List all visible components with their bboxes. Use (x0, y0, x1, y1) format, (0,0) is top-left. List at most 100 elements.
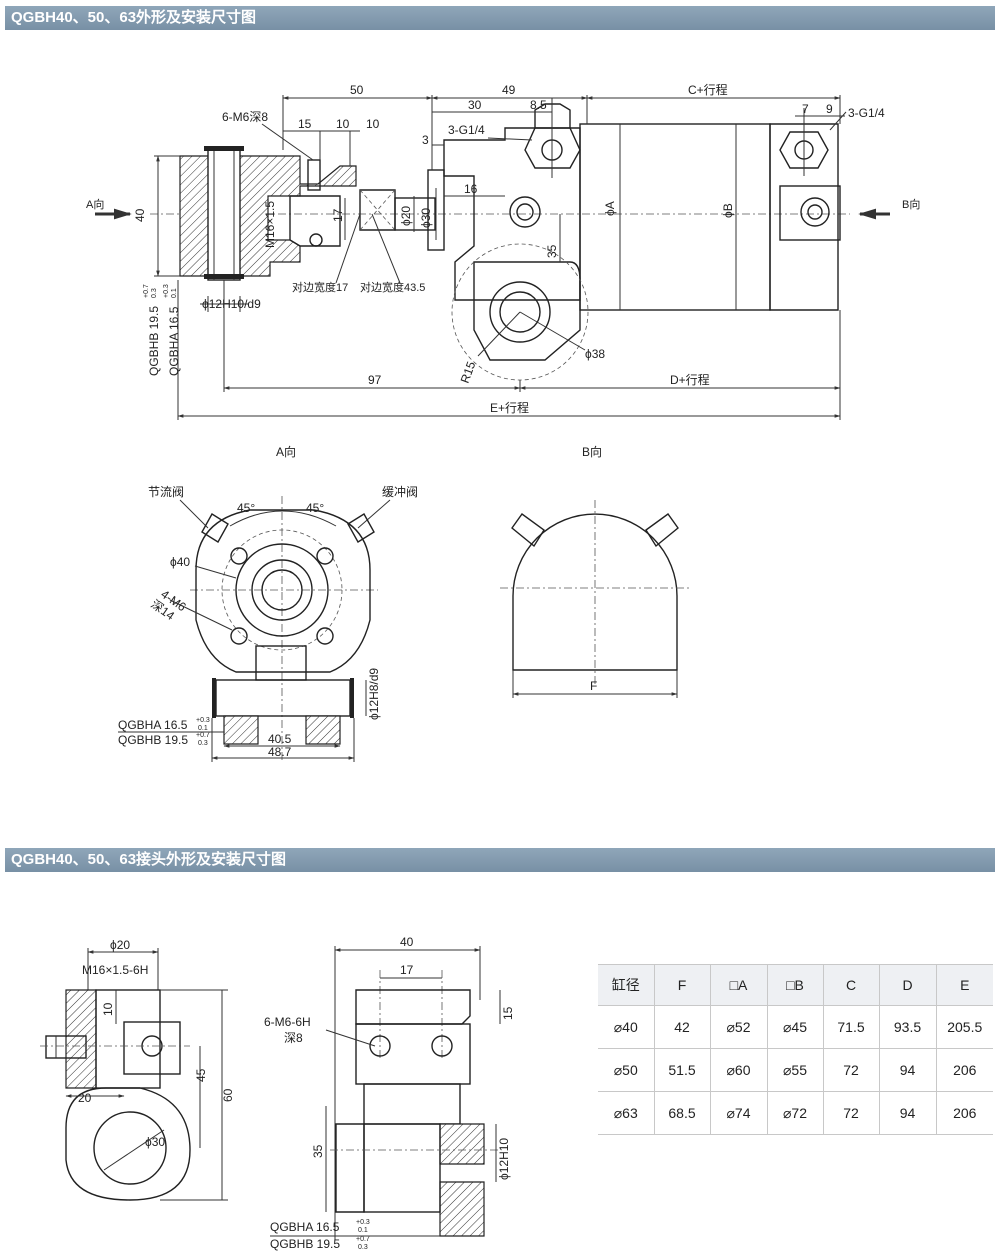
table-cell: ⌀52 (710, 1005, 768, 1049)
dim-10a: 10 (336, 117, 350, 131)
dim-10b: 10 (366, 117, 380, 131)
label-f: F (590, 679, 597, 693)
label-joint-phi12h10: ϕ12H10 (497, 1138, 511, 1180)
table-cell: 206 (936, 1048, 993, 1092)
label-m16x1-5: M16×1.5 (263, 201, 277, 248)
dim-d-stroke: D+行程 (670, 372, 710, 387)
label-joint-qgbha: QGBHA 16.5 (270, 1220, 340, 1234)
label-joint-phi30: ϕ30 (145, 1135, 165, 1149)
table-row: ⌀63 68.5 ⌀74 ⌀72 72 94 206 (598, 1091, 993, 1135)
label-qgbhb-195: QGBHB 19.5 (118, 733, 188, 747)
table-cell: 205.5 (936, 1005, 993, 1049)
dim-50: 50 (350, 83, 364, 97)
label-joint-depth8: 深8 (284, 1031, 303, 1045)
table-cell: 72 (823, 1091, 880, 1135)
dim-97: 97 (368, 373, 382, 387)
dim-joint-45: 45 (194, 1068, 208, 1082)
label-phi12h10-d9: ϕ12H10/d9 (202, 297, 261, 311)
label-3g14-right: 3-G1/4 (848, 106, 885, 120)
dim-joint-phi20: ϕ20 (110, 938, 130, 952)
dim-15: 15 (298, 117, 312, 131)
spec-table-header: 缸径 F □A □B C D E (598, 964, 993, 1006)
label-flat-width-43-5: 对边宽度43.5 (360, 280, 425, 294)
dim-joint-60: 60 (221, 1088, 235, 1102)
spec-table: 缸径 F □A □B C D E ⌀40 42 ⌀52 ⌀45 71.5 93.… (598, 964, 993, 1135)
header-f: F (654, 964, 711, 1006)
label-throttle-valve: 节流阀 (148, 485, 184, 499)
joint-left-view: ϕ20 M16×1.5-6H 10 20 ϕ30 45 60 (40, 938, 235, 1201)
tol-a-dn: 0.1 (198, 725, 208, 732)
dim-joint-20: 20 (78, 1091, 92, 1105)
dim-48-7: 48.7 (268, 745, 292, 759)
header-e: E (936, 964, 993, 1006)
header-c: C (823, 964, 880, 1006)
table-cell: 68.5 (654, 1091, 711, 1135)
table-cell: ⌀60 (710, 1048, 768, 1092)
table-cell: ⌀72 (767, 1091, 824, 1135)
label-joint-m16: M16×1.5-6H (82, 963, 148, 977)
label-6m6-depth8: 6-M6深8 (222, 110, 268, 124)
tol-a-up: +0.3 (196, 717, 210, 724)
table-row: ⌀50 51.5 ⌀60 ⌀55 72 94 206 (598, 1048, 993, 1092)
a-view: A向 节流阀 缓冲阀 45° 45° ϕ40 4-M6 深14 (118, 444, 418, 762)
dim-joint-15: 15 (501, 1006, 515, 1020)
tol-b-dn: 0.3 (198, 740, 208, 747)
label-a-dir: A向 (86, 197, 104, 211)
table-cell: 94 (879, 1048, 937, 1092)
tol-joint-a-dn: 0.1 (358, 1227, 368, 1234)
table-cell: ⌀55 (767, 1048, 824, 1092)
label-buffer-valve: 缓冲阀 (382, 484, 418, 499)
dim-40: 40 (133, 208, 147, 222)
header-d: D (879, 964, 937, 1006)
label-phi40: ϕ40 (170, 555, 190, 569)
table-cell: 94 (879, 1091, 937, 1135)
label-phi-a: ϕA (603, 201, 617, 216)
dim-17: 17 (331, 208, 345, 222)
tol-joint-b-up: +0.7 (356, 1236, 370, 1243)
dim-30: 30 (468, 98, 482, 112)
dim-49: 49 (502, 83, 516, 97)
dim-phi20: ϕ20 (399, 206, 413, 226)
label-phi12h8-d9: ϕ12H8/d9 (367, 668, 381, 720)
label-phi38: ϕ38 (585, 347, 605, 361)
label-phi-b: ϕB (721, 203, 735, 218)
dim-3: 3 (422, 133, 429, 147)
main-side-view: A向 B向 50 49 C+行程 30 8.5 7 9 3-G1/4 15 10… (86, 82, 920, 420)
dim-7: 7 (802, 102, 809, 116)
tol-b-up-vertical: +0.7 (143, 284, 150, 298)
joint-right-view: 40 17 15 6-M6-6H 深8 35 ϕ12H10 QGBHA 16.5… (264, 935, 515, 1251)
dim-joint-10: 10 (101, 1002, 115, 1016)
table-row: ⌀40 42 ⌀52 ⌀45 71.5 93.5 205.5 (598, 1005, 993, 1049)
table-cell: 42 (654, 1005, 711, 1049)
label-joint-6m6-6h: 6-M6-6H (264, 1015, 311, 1029)
tol-a-up-vertical: +0.3 (163, 284, 170, 298)
header-bore: 缸径 (598, 964, 655, 1006)
table-cell: 71.5 (823, 1005, 880, 1049)
label-qgbha-165: QGBHA 16.5 (118, 718, 188, 732)
b-view: B向 F (500, 444, 690, 698)
label-qgbhb-vertical: QGBHB 19.5 (147, 306, 161, 376)
dim-9: 9 (826, 102, 833, 116)
table-cell: 51.5 (654, 1048, 711, 1092)
b-view-title: B向 (582, 444, 602, 459)
label-flat-width-17: 对边宽度17 (292, 280, 348, 294)
section-banner-bottom: QGBH40、50、63接头外形及安装尺寸图 (5, 848, 995, 872)
label-45deg-right: 45° (306, 501, 324, 515)
table-cell: ⌀45 (767, 1005, 824, 1049)
tol-joint-b-dn: 0.3 (358, 1244, 368, 1251)
label-b-dir: B向 (902, 197, 920, 211)
table-cell: 72 (823, 1048, 880, 1092)
label-qgbha-vertical: QGBHA 16.5 (167, 306, 181, 376)
table-cell: ⌀40 (598, 1005, 655, 1049)
dim-joint-40: 40 (400, 935, 414, 949)
table-cell: ⌀74 (710, 1091, 768, 1135)
header-b: □B (767, 964, 824, 1006)
tol-b-up: +0.7 (196, 732, 210, 739)
table-cell: ⌀50 (598, 1048, 655, 1092)
dim-phi30: ϕ30 (419, 208, 433, 228)
label-joint-qgbhb: QGBHB 19.5 (270, 1237, 340, 1251)
section-banner-top: QGBH40、50、63外形及安装尺寸图 (5, 6, 995, 30)
dim-40-5: 40.5 (268, 732, 292, 746)
dim-8-5: 8.5 (530, 98, 547, 112)
dim-e-stroke: E+行程 (490, 400, 529, 415)
